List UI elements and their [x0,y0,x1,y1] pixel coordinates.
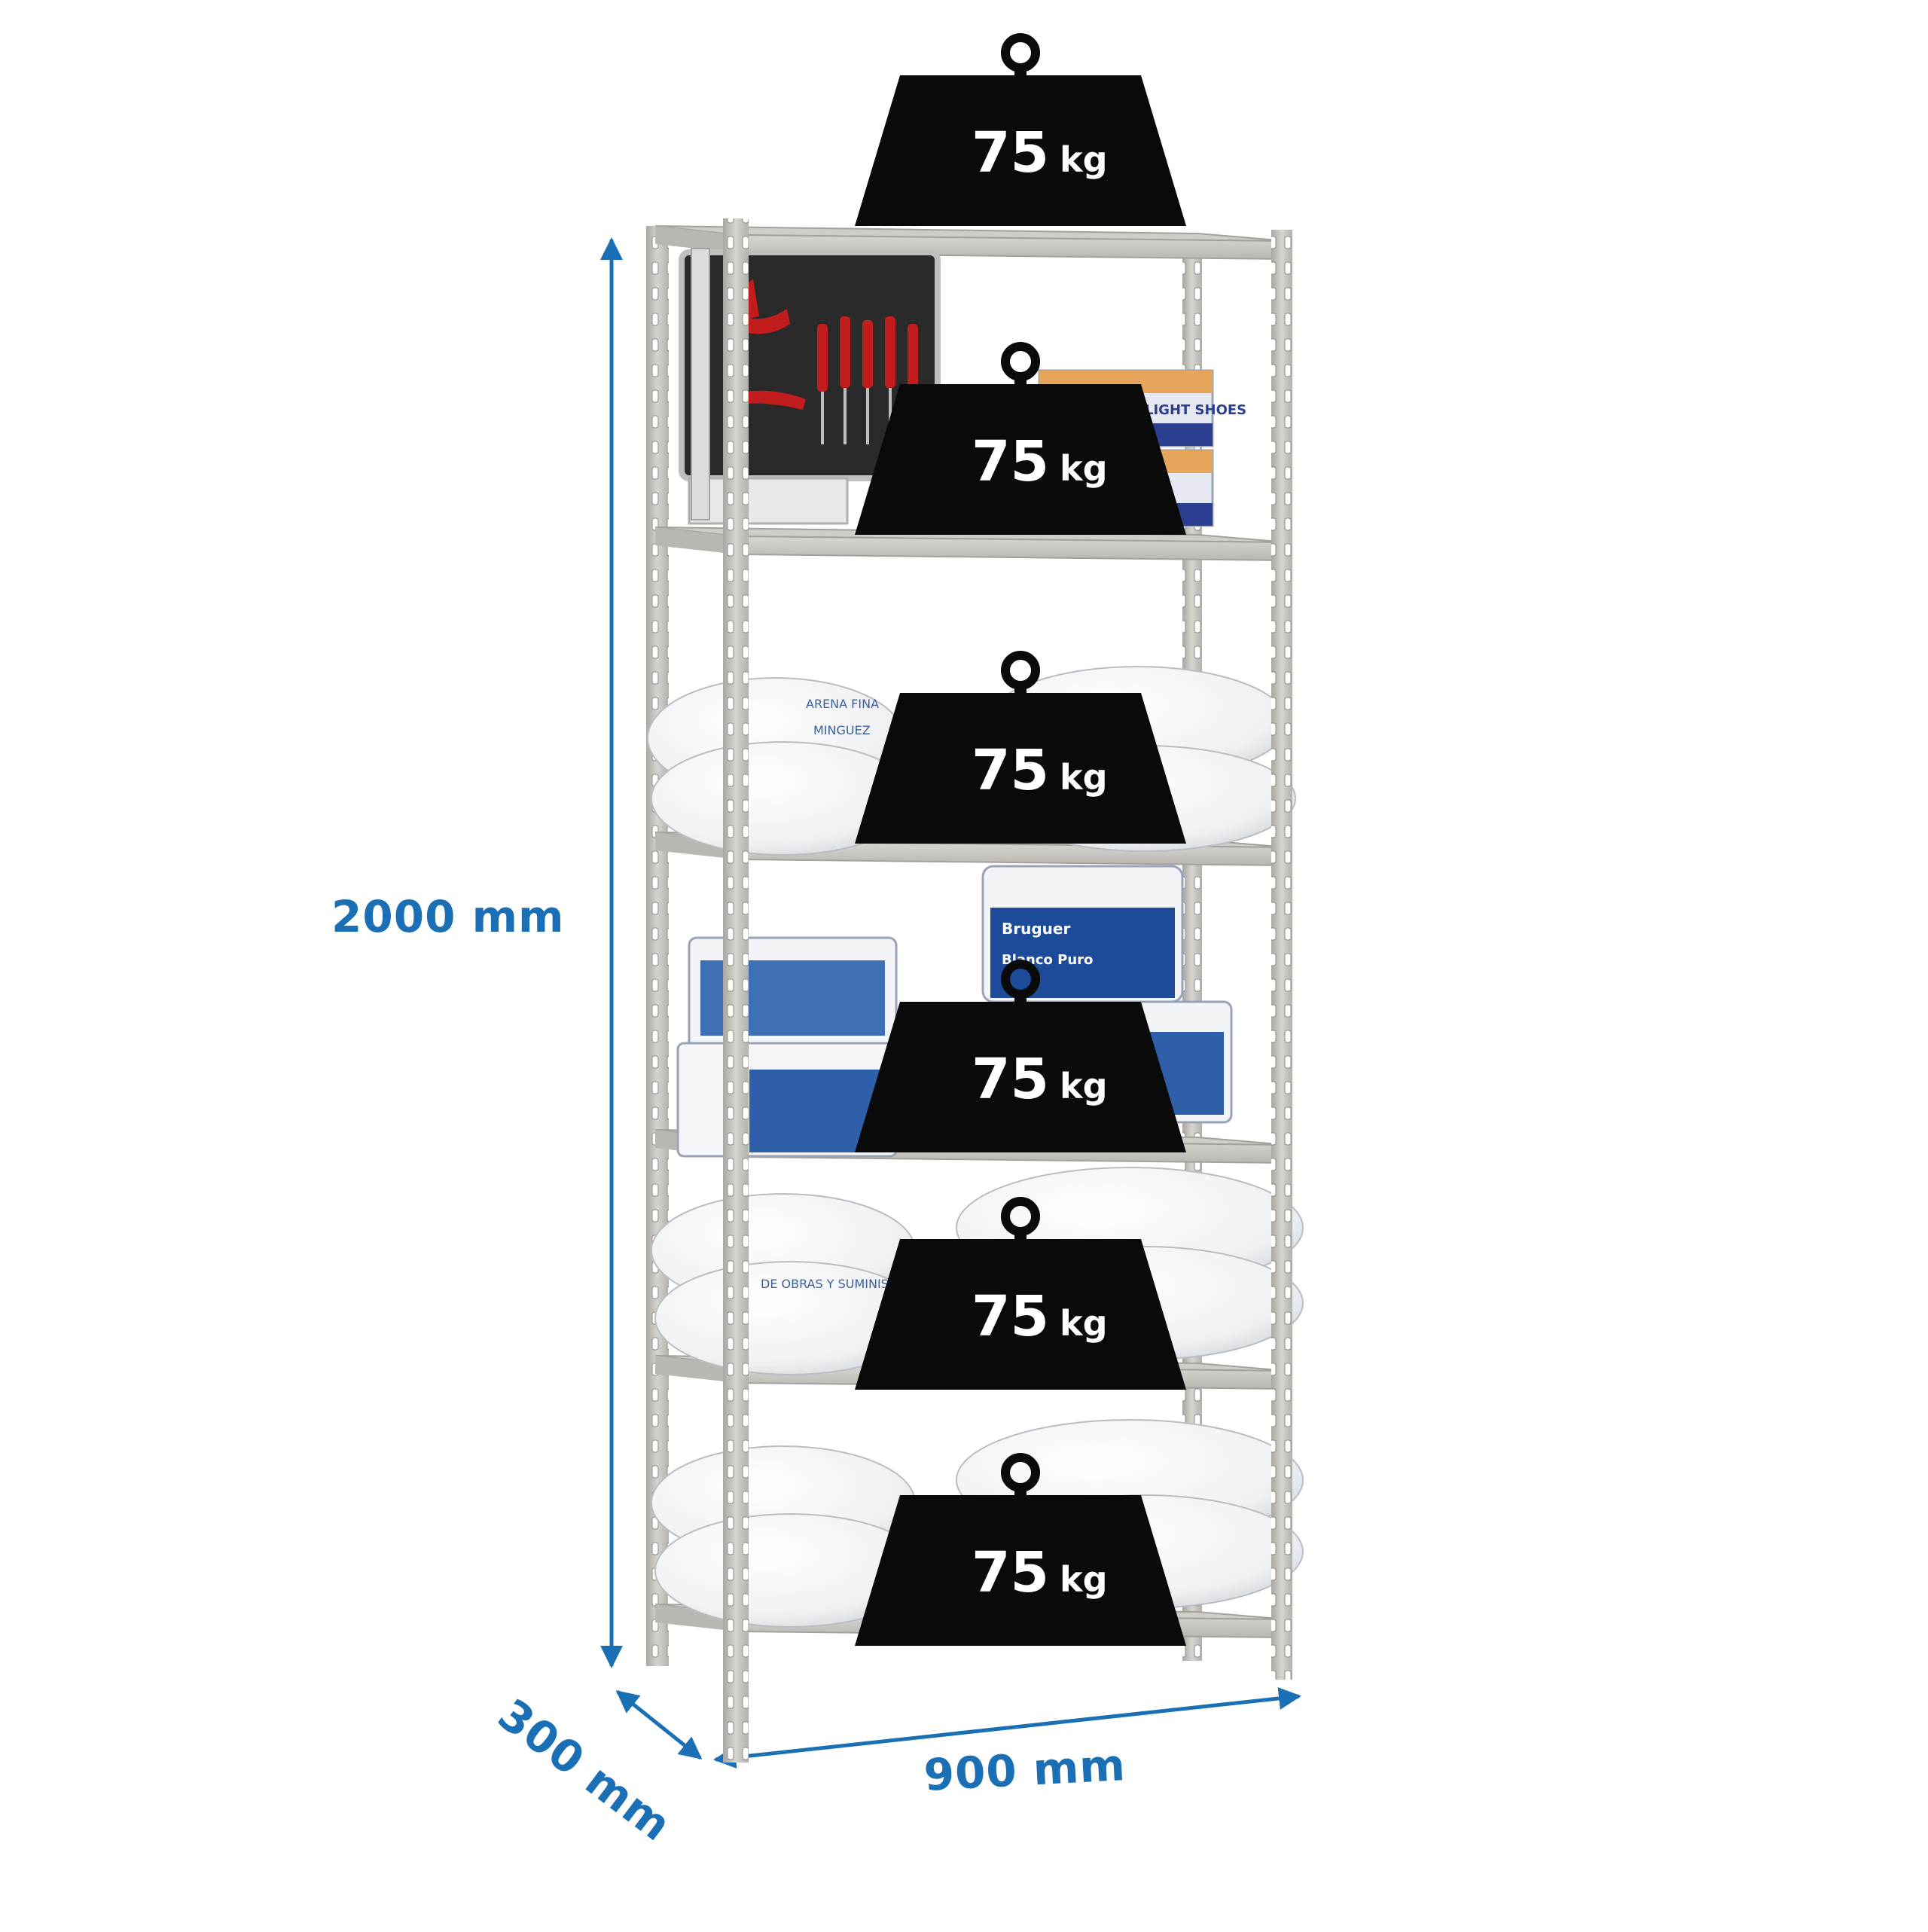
weight-label: 75 kg [972,738,1108,803]
weight-value: 75 [972,121,1049,185]
weight-5: 75 kg [855,1197,1186,1390]
weight-ring-icon [1001,651,1040,690]
weight-3: 75 kg [855,651,1186,844]
height-dimension-label: 2000 mm [331,891,565,942]
weight-unit: kg [1060,448,1108,489]
weight-value: 75 [972,1540,1049,1605]
weight-unit: kg [1060,139,1108,180]
width-arrow [713,1686,1301,1769]
weight-unit: kg [1060,1559,1108,1600]
weight-value: 75 [972,1047,1049,1112]
weight-value: 75 [972,1284,1049,1349]
dimension-arrows [600,237,1301,1769]
weight-ring-icon [1001,342,1040,381]
weight-body [855,384,1186,535]
depth-arrow [615,1690,703,1760]
weight-body [855,693,1186,844]
weight-unit: kg [1060,1303,1108,1344]
weight-label: 75 kg [972,429,1108,494]
sand-bag-brand: MINGUEZ [813,723,871,737]
weight-2: 75 kg [855,342,1186,535]
weight-label: 75 kg [972,1047,1108,1112]
weight-ring-icon [1001,33,1040,72]
weight-label: 75 kg [972,121,1108,185]
weight-unit: kg [1060,1066,1108,1106]
weight-label: 75 kg [972,1540,1108,1605]
weight-4: 75 kg [855,960,1186,1152]
weights: 75 kg 75 kg 75 kg 75 kg 75 kg 75 kg [855,33,1186,1646]
weight-6: 75 kg [855,1453,1186,1646]
weight-value: 75 [972,738,1049,803]
front-posts [723,218,1292,1763]
sand-bag-label: ARENA FINA [806,697,879,711]
weight-value: 75 [972,429,1049,494]
weight-body [855,1495,1186,1646]
width-dimension-label: 900 mm [923,1738,1127,1801]
paint-brand: Bruguer [1002,920,1070,938]
shoe-box-brand: LIGHT SHOES [1145,402,1246,418]
weight-body [855,75,1186,226]
weight-body [855,1239,1186,1390]
weight-unit: kg [1060,757,1108,798]
weight-body [855,1002,1186,1152]
sand-bag-sub: DE OBRAS Y SUMINIST [761,1277,896,1291]
weight-1: 75 kg [855,33,1186,226]
weight-label: 75 kg [972,1284,1108,1349]
